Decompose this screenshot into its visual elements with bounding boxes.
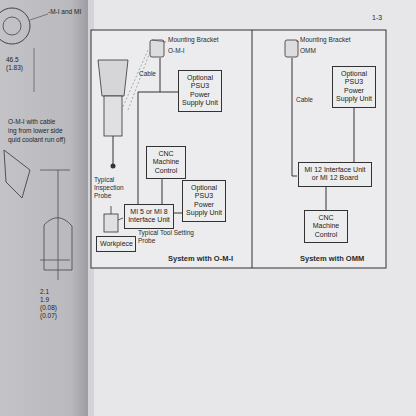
unit-box: Optional PSU3 Power Supply Unit bbox=[182, 180, 226, 222]
unit-box: CNC Machine Control bbox=[304, 210, 348, 243]
part-label: Cable bbox=[296, 96, 313, 104]
omi-sensor bbox=[150, 40, 164, 57]
part-label: 1.9 bbox=[40, 296, 49, 304]
part-label: (0.07) bbox=[40, 312, 57, 320]
connector-cable bbox=[162, 179, 163, 204]
panel-title: System with OMM bbox=[300, 254, 364, 263]
part-label: O-M-I bbox=[168, 47, 185, 55]
panel-title: System with O-M-I bbox=[168, 254, 233, 263]
unit-box: CNC Machine Control bbox=[146, 146, 186, 179]
part-label: Cable bbox=[139, 70, 156, 78]
page-number: 1-3 bbox=[372, 14, 382, 22]
box-text: CNC Machine Control bbox=[308, 214, 344, 239]
unit-box: Optional PSU3 Power Supply Unit bbox=[178, 70, 222, 112]
sensor-outline bbox=[0, 8, 30, 44]
part-label: ing from lower side bbox=[8, 127, 63, 135]
box-text: Optional PSU3 Power Supply Unit bbox=[336, 70, 372, 104]
probe-body bbox=[104, 96, 122, 136]
leader-line bbox=[296, 41, 299, 42]
part-label: (1.83) bbox=[6, 64, 23, 72]
part-label: Typical Tool Setting Probe bbox=[138, 229, 196, 245]
probe-stylus bbox=[111, 206, 112, 214]
part-label: O-M-I with cable bbox=[8, 118, 55, 126]
part-label: Mounting Bracket bbox=[168, 36, 219, 44]
cable-line bbox=[292, 58, 297, 176]
box-text: Workpiece bbox=[100, 240, 132, 248]
cable-line bbox=[160, 58, 161, 92]
part-label: OMM bbox=[300, 47, 316, 55]
cable-line bbox=[118, 218, 123, 220]
probe-stylus bbox=[113, 136, 114, 164]
dimension-line bbox=[34, 48, 35, 92]
part-label: Typical Inspection Probe bbox=[94, 176, 136, 199]
diagram-frame bbox=[91, 30, 386, 268]
unit-box: MI 12 Interface Unit or MI 12 Board bbox=[298, 162, 372, 187]
part-label: Mounting Bracket bbox=[300, 36, 351, 44]
box-text: Optional PSU3 Power Supply Unit bbox=[186, 184, 222, 218]
omm-sensor bbox=[285, 40, 298, 57]
box-text: MI 12 Interface Unit or MI 12 Board bbox=[302, 166, 368, 183]
spindle-taper bbox=[98, 60, 128, 96]
part-label: 2.1 bbox=[40, 288, 49, 296]
box-text: CNC Machine Control bbox=[150, 150, 182, 175]
part-label: 46.5 bbox=[6, 56, 19, 64]
bracket-outline bbox=[4, 150, 30, 198]
left-page bbox=[0, 0, 88, 416]
connector-cable bbox=[174, 213, 182, 214]
tool-setting-probe bbox=[104, 214, 118, 232]
box-text: MI 5 or MI 8 Interface Unit bbox=[128, 208, 170, 225]
part-label: quid coolant run off) bbox=[8, 136, 65, 144]
panel-divider bbox=[252, 30, 253, 268]
unit-box: Optional PSU3 Power Supply Unit bbox=[332, 66, 376, 108]
box-text: Optional PSU3 Power Supply Unit bbox=[182, 74, 218, 108]
workpiece-box: Workpiece bbox=[96, 236, 136, 252]
part-label: (0.08) bbox=[40, 304, 57, 312]
leader-line bbox=[152, 40, 166, 42]
housing-outline bbox=[44, 218, 72, 270]
part-label: -M-I and MI bbox=[48, 8, 81, 16]
stylus-ball bbox=[111, 164, 116, 169]
leader-line bbox=[30, 14, 48, 20]
connector-cable bbox=[354, 108, 355, 162]
unit-box: MI 5 or MI 8 Interface Unit bbox=[124, 204, 174, 229]
sensor-window bbox=[3, 17, 21, 35]
connector-cable bbox=[326, 187, 327, 210]
